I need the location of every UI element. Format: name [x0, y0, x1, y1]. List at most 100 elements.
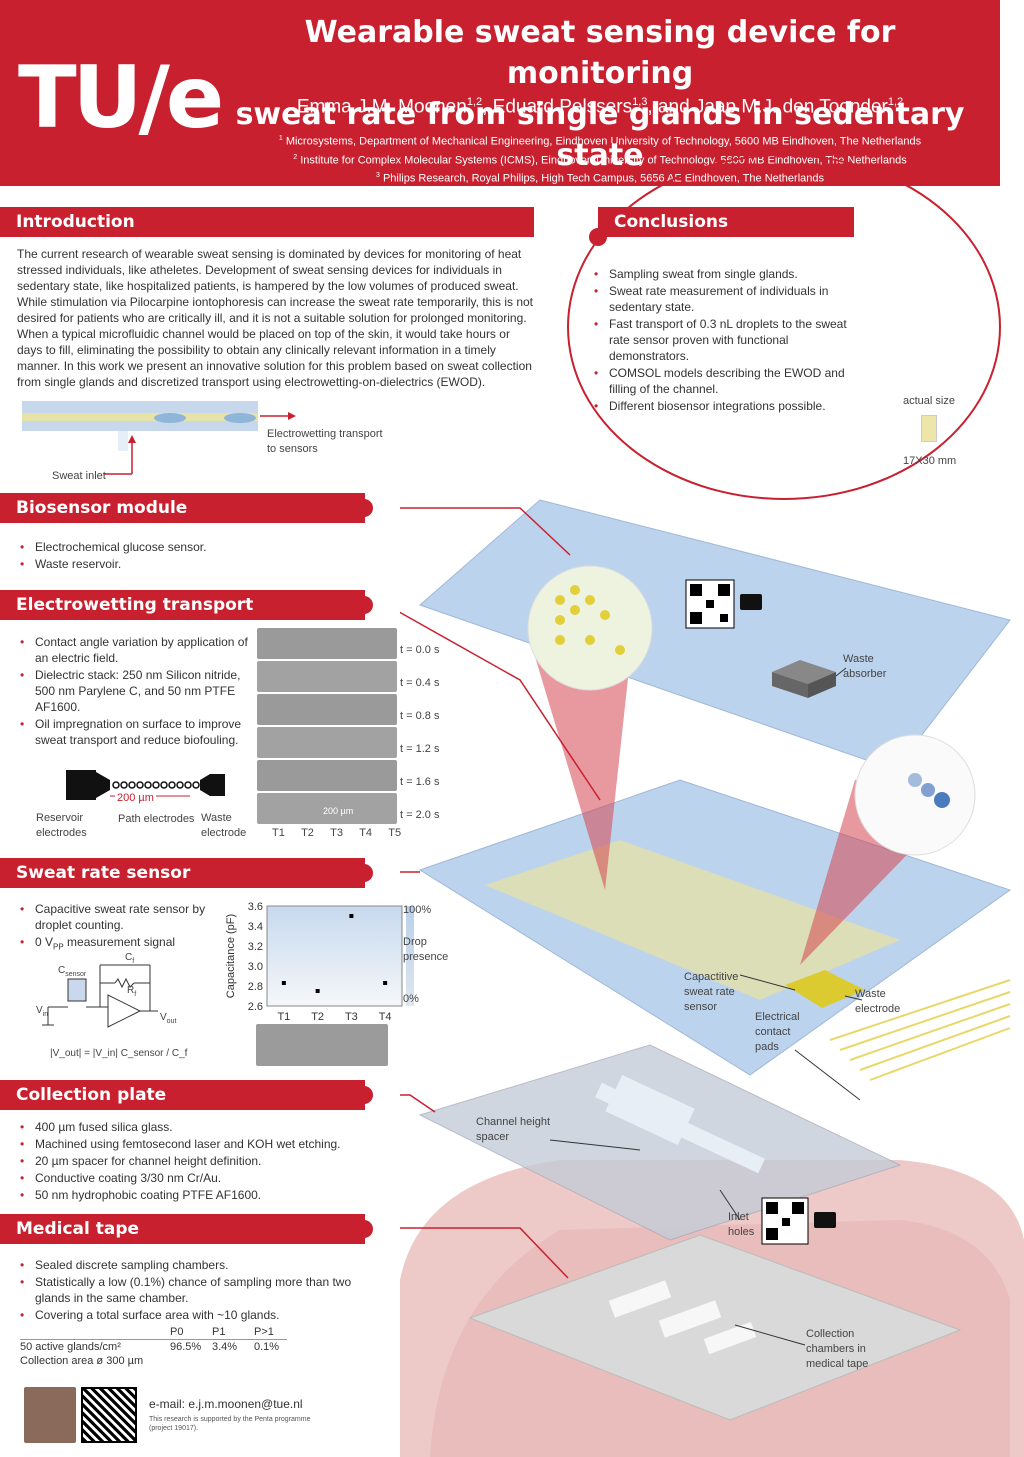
- table-cell: 50 active glands/cm²: [20, 1341, 121, 1353]
- author-sep: , and: [647, 96, 695, 118]
- sweat-rate-list: Capacitive sweat rate sensor by droplet …: [20, 901, 220, 956]
- label-line: presence: [403, 951, 449, 963]
- intro-transport-label: Electrowetting transport to sensors: [267, 427, 383, 457]
- t-label: T4: [359, 827, 373, 839]
- time-label: t = 1.2 s: [400, 743, 440, 755]
- affil-text: Microsystems, Department of Mechanical E…: [285, 135, 922, 148]
- label-line: (project 19017).: [149, 1425, 199, 1432]
- table-cell: 96.5%: [170, 1341, 202, 1353]
- reservoir-label: Reservoir electrodes: [36, 811, 87, 841]
- subscript: PP: [53, 942, 64, 952]
- label-line: medical tape: [806, 1358, 869, 1370]
- video-icon: [740, 594, 762, 610]
- table-cell: 3.4%: [212, 1341, 238, 1353]
- r-f-label: Rf: [127, 983, 136, 1002]
- conclusions-list: Sampling sweat from single glands. Sweat…: [594, 266, 864, 415]
- affiliation-2: 2 Institute for Complex Molecular System…: [210, 150, 990, 169]
- text: 0 V: [35, 935, 54, 949]
- funding-note: This research is supported by the Penta …: [149, 1415, 310, 1433]
- y-tick-label: 3.0: [248, 961, 263, 973]
- droplet-chain: [908, 773, 950, 808]
- actual-size-chip: [921, 415, 937, 442]
- spacer-label: Channel height spacer: [476, 1115, 550, 1145]
- frame: [257, 760, 397, 791]
- title-line-1: Wearable sweat sensing device for monito…: [304, 15, 896, 91]
- list-item: Covering a total surface area with ~10 g…: [20, 1307, 360, 1323]
- electrode-schematic: [66, 770, 225, 800]
- title-line-2: sweat rate from single glands in sedenta…: [235, 97, 965, 173]
- author-list: Emma J.M. Moonen1,2, Eduard Pelssers1,3,…: [210, 96, 990, 118]
- y-tick-label: 3.4: [248, 921, 263, 933]
- probability-table: P0 P1 P>1 50 active glands/cm² 96.5% 3.4…: [20, 1325, 288, 1368]
- t-labels: T1 T2 T3 T4 T5: [272, 827, 414, 839]
- list-item: Sealed discrete sampling chambers.: [20, 1257, 360, 1273]
- table-cell: Collection area ø 300 µm: [20, 1355, 144, 1367]
- time-label: t = 2.0 s: [400, 809, 440, 821]
- frame: [257, 727, 397, 758]
- label-line: Drop: [403, 936, 427, 948]
- actual-size-label: actual size: [903, 395, 955, 407]
- contact-email[interactable]: e-mail: e.j.m.moonen@tue.nl: [149, 1397, 303, 1411]
- time-label: t = 0.0 s: [400, 644, 440, 656]
- t-label: T1: [272, 827, 285, 839]
- electrowetting-dot: [355, 596, 373, 614]
- table-row: 50 active glands/cm² 96.5% 3.4% 0.1%: [20, 1339, 288, 1355]
- label-line: Electrowetting transport: [267, 428, 383, 440]
- collection-chambers: [608, 1280, 757, 1355]
- biosensor-heading: Biosensor module: [0, 493, 365, 523]
- table-row: Collection area ø 300 µm: [20, 1354, 287, 1368]
- sweat-rate-heading: Sweat rate sensor: [0, 858, 365, 888]
- waste-electrode: [785, 970, 865, 1008]
- author-1-affil: 1,2: [466, 96, 483, 108]
- header-banner: TU/e Wearable sweat sensing device for m…: [0, 0, 1000, 186]
- time-labels: t = 0.0 s t = 0.4 s t = 0.8 s t = 1.2 s …: [400, 634, 439, 832]
- biosensor-zoom-pattern: [555, 585, 625, 655]
- list-item: Capacitive sweat rate sensor by droplet …: [20, 901, 220, 933]
- sub: sensor: [65, 971, 87, 978]
- list-item: Conductive coating 3/30 nm Cr/Au.: [20, 1170, 380, 1186]
- waste-electrode-label: Waste electrode: [855, 987, 900, 1017]
- list-item: Sweat rate measurement of individuals in…: [594, 283, 864, 315]
- frame: [257, 694, 397, 725]
- author-3: Jaap M.J. den Toonder: [694, 96, 888, 118]
- y-tick-label: 2.8: [248, 981, 263, 993]
- list-item: Sampling sweat from single glands.: [594, 266, 864, 282]
- table-cell: [20, 1325, 170, 1340]
- list-item: 400 µm fused silica glass.: [20, 1119, 380, 1135]
- biosensor-dot: [355, 499, 373, 517]
- sym: V: [160, 1012, 167, 1023]
- plot-area: [266, 905, 403, 1007]
- sweat-inlet-label: Sweat inlet: [52, 470, 106, 482]
- cap-sensor-label: Capactitive sweat rate sensor: [684, 970, 738, 1015]
- label-line: Inlet: [728, 1211, 749, 1223]
- medical-tape-plate: [468, 1234, 962, 1421]
- y-tick-label: 3.6: [248, 901, 263, 913]
- conclusions-heading: Conclusions: [598, 207, 854, 237]
- label-line: absorber: [843, 668, 887, 680]
- table-header: P>1: [254, 1326, 274, 1338]
- author-3-affil: 1,2: [887, 96, 904, 108]
- sym: V: [36, 1005, 43, 1016]
- sym: R: [127, 985, 135, 996]
- sub: in: [42, 1011, 49, 1018]
- label-line: Electrical: [755, 1011, 800, 1023]
- list-item: 20 µm spacer for channel height definiti…: [20, 1153, 380, 1169]
- affil-num: 3: [375, 172, 380, 180]
- x-tick-label: T3: [345, 1011, 358, 1023]
- label-line: spacer: [476, 1131, 510, 1143]
- label-line: Waste: [843, 653, 874, 665]
- author-1: Emma J.M. Moonen: [296, 96, 467, 118]
- qr-code-contact[interactable]: [81, 1387, 137, 1443]
- medical-tape-list: Sealed discrete sampling chambers. Stati…: [20, 1257, 360, 1324]
- colorbar-bottom-label: 0%: [403, 993, 419, 1005]
- label-line: electrode: [201, 827, 247, 839]
- label-line: contact: [755, 1026, 791, 1038]
- y-axis-label: Capacitance (pF): [225, 914, 237, 998]
- sweat-rate-dot: [355, 864, 373, 882]
- waste-electrode-label: Waste electrode: [201, 811, 246, 841]
- label-line: Collection: [806, 1328, 855, 1340]
- author-sep: ,: [482, 96, 493, 118]
- table-row: P0 P1 P>1: [20, 1325, 287, 1340]
- electrode-traces: [829, 979, 1011, 1081]
- time-label: t = 0.4 s: [400, 677, 440, 689]
